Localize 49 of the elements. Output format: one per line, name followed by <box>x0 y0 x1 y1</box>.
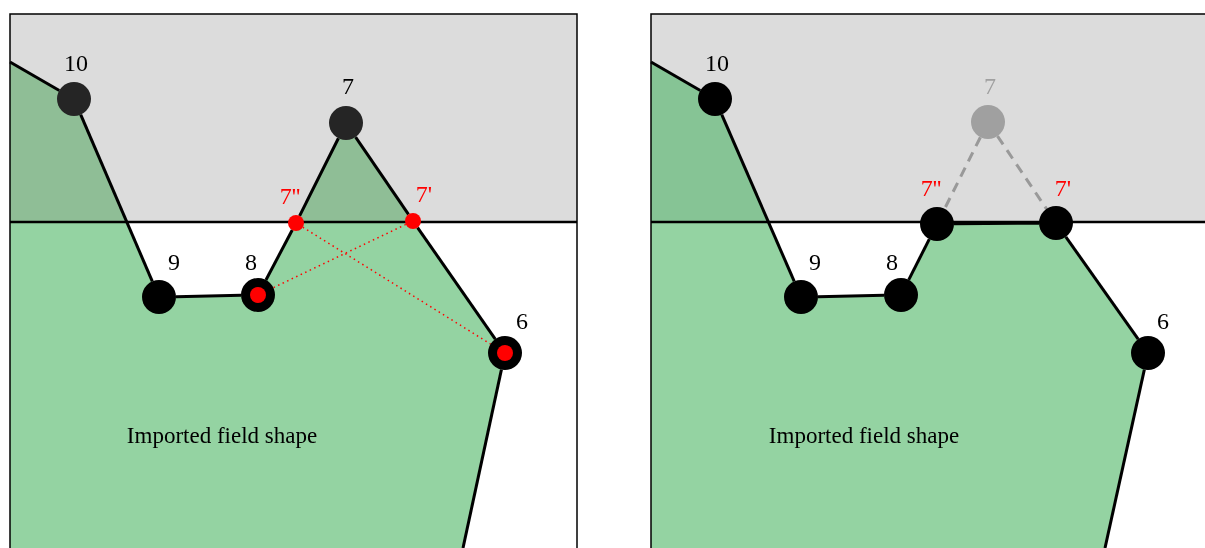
vertex-dot <box>884 278 918 312</box>
vertex-number: 10 <box>64 50 88 76</box>
vertex-dot <box>1039 206 1073 240</box>
polygon-edge <box>461 369 503 548</box>
vertex-dot <box>971 105 1005 139</box>
vertex-number: 7'' <box>279 183 301 209</box>
vertex-dot <box>329 106 363 140</box>
dashed-line <box>302 226 492 345</box>
vertex-dot <box>57 82 91 116</box>
vertex-number: 7' <box>1054 175 1072 201</box>
vertex-dot <box>142 280 176 314</box>
vertex-number: 10 <box>705 50 729 76</box>
polygon-edge <box>650 60 702 92</box>
vertex-dot <box>1131 336 1165 370</box>
dashed-line <box>996 135 1048 210</box>
vertex-number: 8 <box>245 249 257 275</box>
vertex-dot <box>784 280 818 314</box>
vertex-number: 7 <box>342 73 354 99</box>
polygon-edge <box>354 136 410 216</box>
polygon-edge <box>954 221 1039 226</box>
vertex-number: 6 <box>1157 308 1169 334</box>
polygon-edge <box>907 238 931 281</box>
vertex-number: 8 <box>886 249 898 275</box>
vertex-number: 7 <box>984 73 996 99</box>
polygon-edge <box>264 229 294 281</box>
polygon-edge <box>1103 369 1146 548</box>
vertex-dot <box>920 207 954 241</box>
field-label: Imported field shape <box>768 423 960 449</box>
vertex-number: 9 <box>809 249 821 275</box>
vertex-number: 6 <box>516 308 528 334</box>
polygon-edge <box>817 293 885 299</box>
vertex-dot <box>405 213 421 229</box>
vertex-dot <box>241 278 275 312</box>
vertex-number: 9 <box>168 249 180 275</box>
field-label: Imported field shape <box>126 423 318 449</box>
polygon-edge <box>416 226 497 340</box>
polygon-edge <box>9 60 61 92</box>
vertex-dot <box>488 336 522 370</box>
vertex-number: 7'' <box>920 175 942 201</box>
polygon-edge <box>720 114 796 282</box>
vertex-dot <box>698 82 732 116</box>
polygon-edge <box>79 114 154 282</box>
vertex-number: 7' <box>415 181 433 207</box>
vertex-dot <box>288 215 304 231</box>
dashed-line <box>272 223 407 289</box>
polygon-edge <box>1064 236 1140 340</box>
dashed-line <box>943 136 982 210</box>
polygon-edge <box>298 137 340 217</box>
polygon-edge <box>175 293 242 299</box>
